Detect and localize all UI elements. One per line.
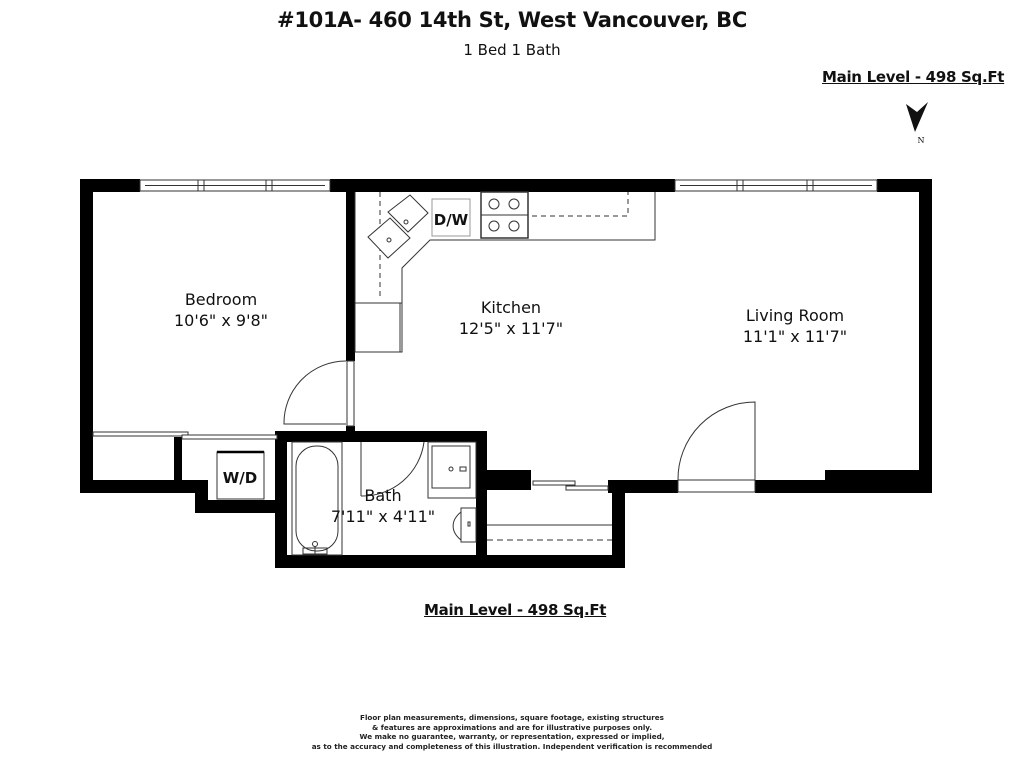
wall-bottom-left [80,480,200,493]
wall-bath-bottom [275,555,625,568]
bedroom-door [283,360,355,427]
disclaimer-line: as to the accuracy and completeness of t… [311,741,713,751]
room-bedroom-name: Bedroom [185,290,257,309]
wall-top-1 [80,179,140,192]
walls [80,179,932,568]
dishwasher [431,198,471,237]
kitchen-counters [354,191,656,353]
stove-icon [480,191,529,239]
bath-sink-icon [431,445,471,489]
disclaimer-line: We make no guarantee, warranty, or repre… [359,732,665,742]
disclaimer-line: Floor plan measurements, dimensions, squ… [360,713,664,722]
bedroom-window [139,179,331,192]
wall-bath-left [275,431,287,568]
wall-bath-right [476,431,487,568]
washer-dryer-label: W/D [223,469,257,487]
wall-right [919,179,932,493]
unit-summary: 1 Bed 1 Bath [463,41,561,59]
wall-bath-top [275,431,485,442]
bath-door [360,441,425,497]
toilet-icon [452,507,477,543]
vanity [427,441,477,499]
windows [139,179,878,192]
wall-top-3 [877,179,932,192]
dishwasher-label: D/W [434,211,469,229]
room-kitchen-name: Kitchen [481,298,541,317]
bathtub-basin [295,445,339,552]
level-label-bottom: Main Level - 498 Sq.Ft [424,601,607,619]
sink-icon [367,194,429,259]
room-bedroom-dimensions: 10'6" x 9'8" [174,311,268,330]
north-arrow-icon: N [906,102,928,145]
page-title: #101A- 460 14th St, West Vancouver, BC [277,8,747,32]
faucet-icon [302,541,328,555]
doors [92,360,756,497]
room-bath-dimensions: 7'11" x 4'11" [331,507,435,526]
level-label-top: Main Level - 498 Sq.Ft [822,68,1005,86]
room-living-name: Living Room [746,306,844,325]
bathtub [291,441,343,556]
living-room-window [674,179,878,192]
entry-door [677,401,756,493]
room-bath-name: Bath [364,486,401,505]
room-kitchen-dimensions: 12'5" x 11'7" [459,319,563,338]
room-living-dimensions: 11'1" x 11'7" [743,327,847,346]
wall-left [80,179,93,493]
north-label: N [918,136,925,145]
wall-top-2 [330,179,675,192]
disclaimer-line: & features are approximations and are fo… [371,722,653,732]
disclaimer: Floor plan measurements, dimensions, squ… [0,713,1024,751]
wall-partition [346,179,355,361]
closet-sliding-door [92,431,609,491]
